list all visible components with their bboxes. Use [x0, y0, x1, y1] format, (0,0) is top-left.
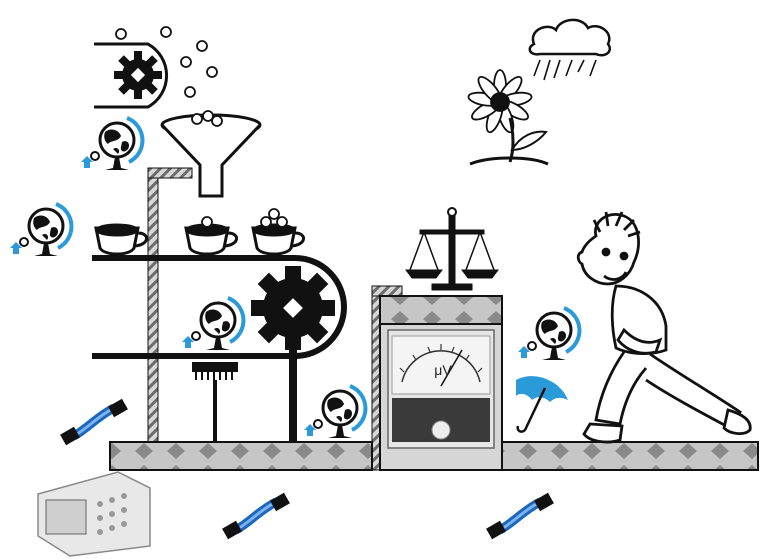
- ribbon-cable-icon: [486, 493, 554, 539]
- cloud-rain-icon: [528, 18, 612, 81]
- globe-fan-icon: [302, 384, 368, 440]
- left-platform: [109, 441, 373, 471]
- coffee-cup-with-balls-icon: [251, 208, 305, 256]
- umbrella-icon: [516, 376, 568, 433]
- walking-man-icon: [576, 211, 752, 444]
- funnel-crossbar: [147, 167, 193, 179]
- balance-scale-icon: [405, 207, 499, 291]
- ribbon-cable-icon: [60, 399, 128, 445]
- globe-fan-icon: [516, 306, 582, 362]
- gear-stand: [289, 330, 297, 442]
- right-crossbar: [371, 285, 403, 297]
- globe-fan-icon: [8, 202, 74, 258]
- right-platform: [501, 441, 759, 471]
- meter-top-platform: [379, 295, 503, 325]
- top-gear-conveyor: [94, 26, 218, 109]
- shelf-system: [92, 255, 347, 359]
- funnel-icon: [160, 110, 262, 198]
- left-support-post: [147, 169, 159, 446]
- voltmeter-unit-label: μV: [434, 362, 452, 378]
- ribbon-cable-icon: [222, 493, 290, 539]
- oscilloscope-icon: [37, 471, 151, 557]
- flower-icon: [467, 69, 549, 166]
- globe-fan-icon: [180, 296, 246, 352]
- coffee-cup-icon: [94, 223, 148, 256]
- gear-icon: [114, 51, 162, 99]
- coffee-cup-with-ball-icon: [184, 216, 238, 256]
- falling-balls: [115, 26, 218, 98]
- voltmeter-icon: [387, 329, 495, 449]
- globe-fan-icon: [79, 116, 145, 172]
- brush-icon: [192, 362, 238, 442]
